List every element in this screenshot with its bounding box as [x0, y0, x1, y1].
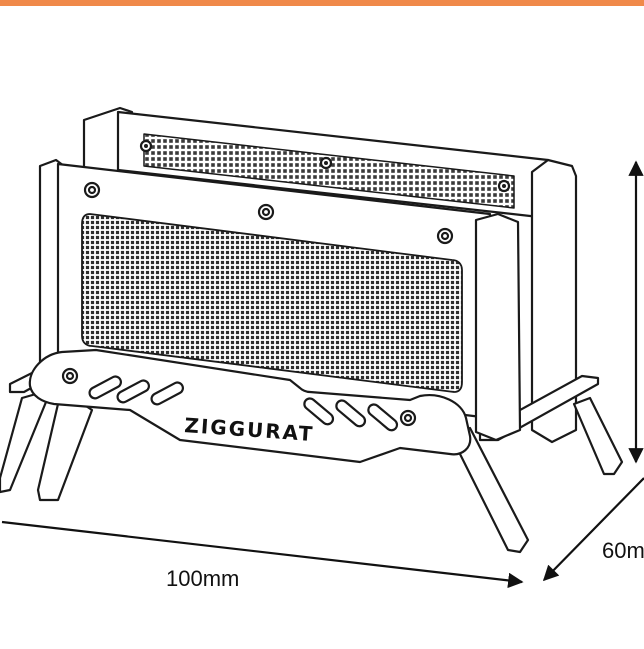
- vent-slot-icon: [367, 403, 399, 432]
- depth-dimension-label: 60m: [602, 538, 644, 563]
- screw-icon: [61, 367, 79, 385]
- right-leg-back: [572, 396, 624, 476]
- screw-icon: [257, 203, 275, 221]
- right-side-frame: [530, 158, 578, 444]
- screw-icon: [319, 156, 333, 170]
- header-accent-bar: [0, 0, 644, 6]
- screw-icon: [497, 179, 511, 193]
- vent-slot-icon: [303, 397, 335, 426]
- depth-dimension-arrow-icon: [542, 477, 644, 582]
- width-dimension-arrow-icon: [1, 520, 524, 589]
- vent-slot-icon: [335, 399, 367, 428]
- vent-slot-icon: [116, 379, 150, 404]
- width-dimension-label: 100mm: [166, 566, 239, 591]
- front-grate-bar: [28, 348, 472, 464]
- front-mesh: [81, 213, 463, 393]
- screw-icon: [83, 181, 101, 199]
- screw-icon: [399, 409, 417, 427]
- screw-icon: [139, 139, 153, 153]
- vent-slot-icon: [88, 375, 122, 400]
- front-right-frame: [474, 212, 522, 442]
- back-mesh: [143, 133, 515, 209]
- vent-slot-icon: [150, 381, 184, 406]
- screw-icon: [436, 227, 454, 245]
- left-leg: [0, 392, 48, 494]
- left-leg-front: [36, 400, 94, 502]
